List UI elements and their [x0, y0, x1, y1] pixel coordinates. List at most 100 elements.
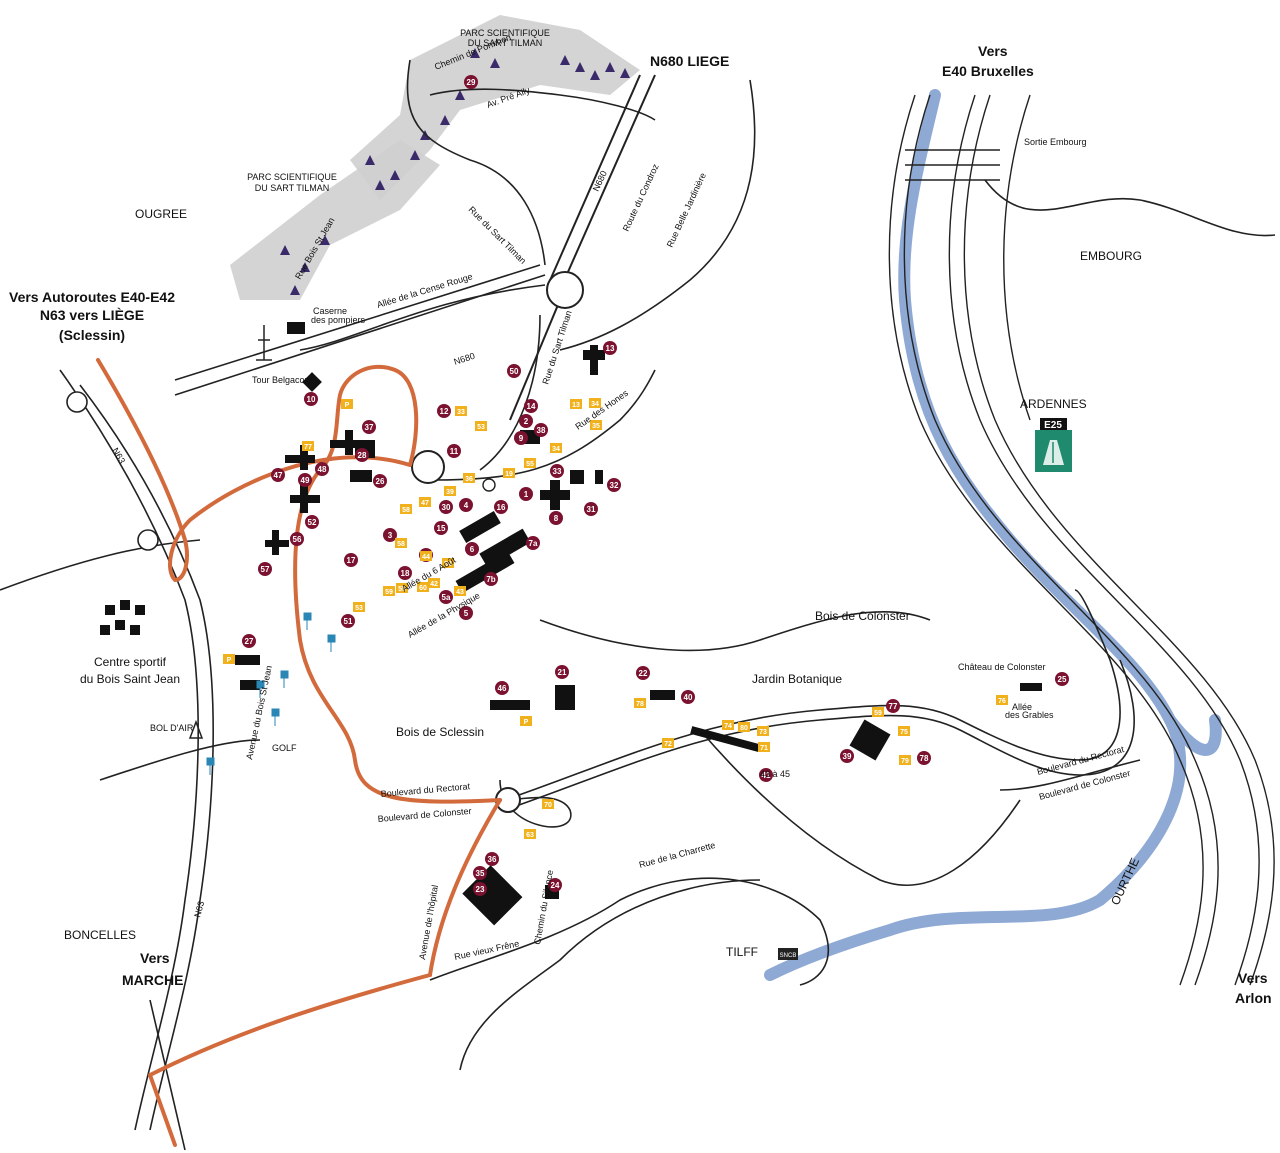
svg-text:77: 77	[304, 444, 312, 451]
parking-marker-63[interactable]: 63	[524, 829, 536, 839]
building-marker-16[interactable]: 16	[494, 500, 508, 514]
building-marker-4[interactable]: 4	[459, 498, 473, 512]
svg-text:72: 72	[664, 741, 672, 748]
parking-marker-54[interactable]: 54	[442, 558, 454, 568]
parking-marker-78[interactable]: 78	[634, 698, 646, 708]
parking-marker-P[interactable]: P	[341, 399, 353, 409]
building-marker-21[interactable]: 21	[555, 665, 569, 679]
label-caserne-2: des pompiers	[311, 315, 366, 325]
building-marker-29[interactable]: 29	[464, 75, 478, 89]
building-marker-77[interactable]: 77	[886, 699, 900, 713]
building-marker-57[interactable]: 57	[258, 562, 272, 576]
building-marker-5[interactable]: 5	[459, 606, 473, 620]
parking-marker-70[interactable]: 70	[542, 799, 554, 809]
building-marker-8[interactable]: 8	[549, 511, 563, 525]
parking-marker-77[interactable]: 77	[302, 441, 314, 451]
building-marker-17[interactable]: 17	[344, 553, 358, 567]
building-marker-26[interactable]: 26	[373, 474, 387, 488]
building-marker-25[interactable]: 25	[1055, 672, 1069, 686]
building-marker-18[interactable]: 18	[398, 566, 412, 580]
parking-marker-58[interactable]: 58	[400, 504, 412, 514]
building-marker-3[interactable]: 3	[383, 528, 397, 542]
parking-marker-34[interactable]: 34	[589, 398, 601, 408]
building-marker-38[interactable]: 38	[534, 423, 548, 437]
parking-marker-42[interactable]: 42	[428, 578, 440, 588]
svg-text:40: 40	[684, 693, 693, 702]
parking-marker-47[interactable]: 47	[419, 497, 431, 507]
parking-marker-73[interactable]: 73	[757, 726, 769, 736]
parking-marker-43[interactable]: 43	[454, 586, 466, 596]
building-marker-15[interactable]: 15	[434, 521, 448, 535]
parking-marker-55[interactable]: 55	[524, 458, 536, 468]
label-route-condroz: Route du Condroz	[621, 162, 661, 233]
building-marker-6[interactable]: 6	[465, 542, 479, 556]
parking-marker-44[interactable]: 44	[420, 551, 432, 561]
building-marker-23[interactable]: 23	[473, 882, 487, 896]
building-marker-2[interactable]: 2	[519, 414, 533, 428]
parking-marker-58[interactable]: 58	[395, 538, 407, 548]
building-marker-41[interactable]: 41	[759, 768, 773, 782]
parking-marker-34[interactable]: 34	[550, 443, 562, 453]
parking-marker-39[interactable]: 39	[444, 486, 456, 496]
label-bol-dair: BOL D'AIR	[150, 723, 194, 733]
parking-marker-35[interactable]: 35	[590, 420, 602, 430]
parking-marker-59[interactable]: 59	[872, 707, 884, 717]
building-marker-56[interactable]: 56	[290, 532, 304, 546]
parking-marker-P[interactable]: P	[223, 654, 235, 664]
building-marker-27[interactable]: 27	[242, 634, 256, 648]
parking-marker-72[interactable]: 72	[662, 738, 674, 748]
building-marker-46[interactable]: 46	[495, 681, 509, 695]
label-tour-belgacom: Tour Belgacom	[252, 375, 312, 385]
building-marker-47[interactable]: 47	[271, 468, 285, 482]
building-marker-14[interactable]: 14	[524, 399, 538, 413]
parking-marker-74[interactable]: 74	[722, 720, 734, 730]
label-caserne-1: Caserne	[313, 306, 347, 316]
label-vers-arlon-2: Arlon	[1235, 990, 1272, 1006]
building-marker-49[interactable]: 49	[298, 473, 312, 487]
building-marker-5a[interactable]: 5a	[439, 590, 453, 604]
svg-text:32: 32	[610, 481, 619, 490]
parking-marker-76[interactable]: 76	[996, 695, 1008, 705]
parking-marker-55[interactable]: 55	[396, 583, 408, 593]
parking-marker-80[interactable]: 80	[738, 722, 750, 732]
parking-marker-19[interactable]: 19	[503, 468, 515, 478]
building-marker-36[interactable]: 36	[485, 852, 499, 866]
parking-marker-59[interactable]: 59	[383, 586, 395, 596]
building-marker-28[interactable]: 28	[355, 448, 369, 462]
building-marker-13[interactable]: 13	[603, 341, 617, 355]
parking-marker-P[interactable]: P	[520, 716, 532, 726]
parking-marker-60[interactable]: 60	[417, 582, 429, 592]
building-marker-52[interactable]: 52	[305, 515, 319, 529]
building-marker-9[interactable]: 9	[514, 431, 528, 445]
parking-marker-36[interactable]: 36	[463, 473, 475, 483]
building-marker-50[interactable]: 50	[507, 364, 521, 378]
building-marker-78[interactable]: 78	[917, 751, 931, 765]
parking-marker-75[interactable]: 75	[898, 726, 910, 736]
parking-marker-13[interactable]: 13	[570, 399, 582, 409]
parking-marker-53[interactable]: 53	[353, 602, 365, 612]
parking-marker-33[interactable]: 33	[455, 406, 467, 416]
building-marker-11[interactable]: 11	[447, 444, 461, 458]
building-marker-10[interactable]: 10	[304, 392, 318, 406]
building-marker-12[interactable]: 12	[437, 404, 451, 418]
building-marker-48[interactable]: 48	[315, 462, 329, 476]
building-marker-30[interactable]: 30	[439, 500, 453, 514]
building-marker-37[interactable]: 37	[362, 420, 376, 434]
building-marker-51[interactable]: 51	[341, 614, 355, 628]
building-marker-1[interactable]: 1	[519, 487, 533, 501]
svg-text:59: 59	[385, 589, 393, 596]
building-marker-35[interactable]: 35	[473, 866, 487, 880]
parking-marker-71[interactable]: 71	[758, 742, 770, 752]
building-marker-7b[interactable]: 7b	[484, 572, 498, 586]
building-marker-31[interactable]: 31	[584, 502, 598, 516]
building-marker-39[interactable]: 39	[840, 749, 854, 763]
building-marker-40[interactable]: 40	[681, 690, 695, 704]
building-marker-33[interactable]: 33	[550, 464, 564, 478]
building-marker-24[interactable]: 24	[548, 878, 562, 892]
building-marker-7a[interactable]: 7a	[526, 536, 540, 550]
building-marker-32[interactable]: 32	[607, 478, 621, 492]
svg-text:6: 6	[470, 545, 475, 554]
building-marker-22[interactable]: 22	[636, 666, 650, 680]
parking-marker-79[interactable]: 79	[899, 755, 911, 765]
parking-marker-53[interactable]: 53	[475, 421, 487, 431]
